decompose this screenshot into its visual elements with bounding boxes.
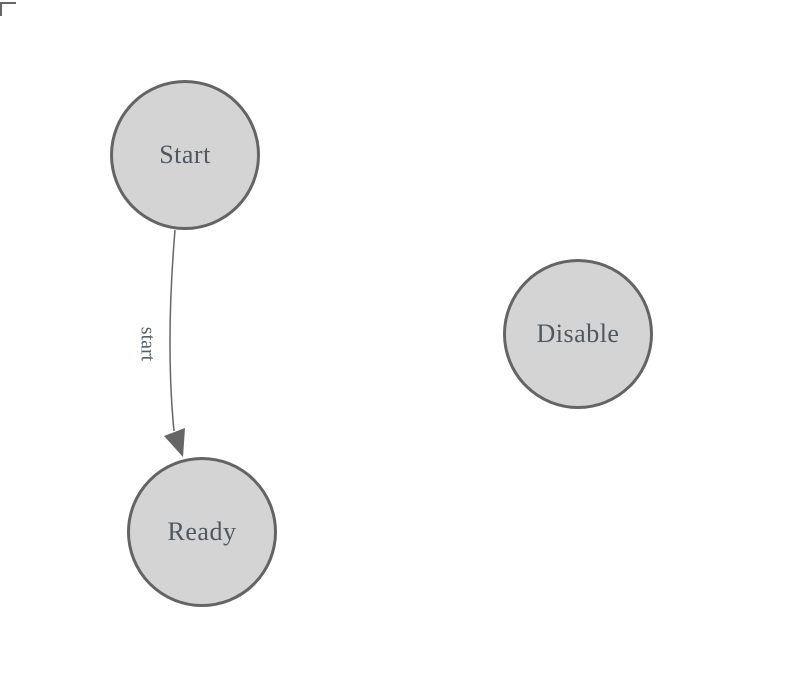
transition-edge-start-ready[interactable] — [164, 229, 185, 457]
state-node-start[interactable]: Start — [110, 80, 260, 230]
state-node-start-label: Start — [159, 140, 211, 169]
state-node-ready[interactable]: Ready — [127, 457, 277, 607]
state-node-disable-label: Disable — [536, 319, 620, 348]
canvas-origin-mark — [0, 2, 16, 16]
edge-label-start[interactable]: start — [136, 326, 159, 362]
state-node-disable[interactable]: Disable — [503, 259, 653, 409]
edge-path[interactable] — [169, 229, 176, 432]
arrowhead-icon — [164, 428, 185, 457]
state-node-ready-label: Ready — [167, 517, 237, 546]
